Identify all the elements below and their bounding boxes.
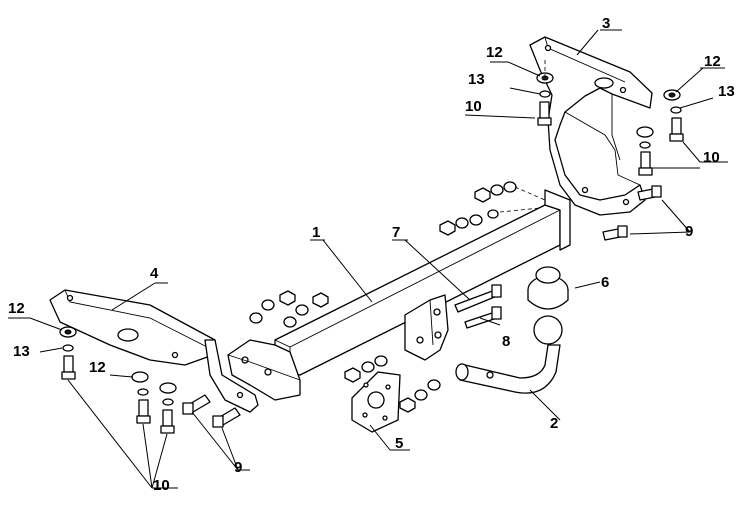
tow-ball [527, 266, 569, 310]
socket-plate [344, 355, 441, 433]
callout-12-right-a: 12 [486, 44, 503, 61]
left-bracket-fasteners [59, 326, 241, 434]
callout-4: 4 [150, 265, 159, 282]
callout-7: 7 [392, 224, 400, 241]
left-mounting-bracket [49, 289, 259, 413]
callout-2: 2 [550, 415, 558, 432]
callout-9-right: 9 [685, 223, 693, 240]
callout-10-right-bottom: 10 [703, 149, 720, 166]
right-mounting-bracket [529, 36, 653, 216]
callout-5: 5 [395, 435, 403, 452]
hitch-mount-plate [404, 284, 502, 361]
callout-12-left-top: 12 [8, 300, 25, 317]
callout-6: 6 [601, 274, 609, 291]
right-bracket-fasteners [536, 60, 684, 241]
callout-9-left: 9 [234, 459, 242, 476]
callout-3: 3 [602, 15, 610, 32]
callout-1: 1 [312, 224, 320, 241]
callout-10-left: 10 [153, 477, 170, 494]
upper-nut-washer-set [439, 181, 546, 236]
cross-beam [227, 189, 571, 401]
callout-10-right-top: 10 [465, 98, 482, 115]
leader-lines [8, 29, 728, 489]
callout-13-right-a: 13 [468, 71, 485, 88]
callout-13-right-b: 13 [718, 83, 735, 100]
callout-13-left: 13 [13, 343, 30, 360]
beam-left-nut-set [249, 290, 329, 328]
callout-12-left-mid: 12 [89, 359, 106, 376]
callout-12-right-b: 12 [704, 53, 721, 70]
tow-hook-neck [455, 315, 563, 394]
callout-8: 8 [502, 333, 510, 350]
